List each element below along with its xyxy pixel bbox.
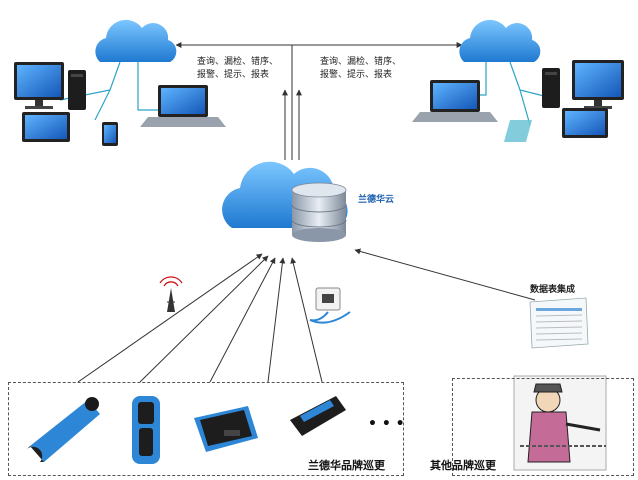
right-desktop-monitor [572, 60, 624, 109]
left-tablet [102, 122, 118, 146]
network-socket-icon [309, 287, 351, 324]
security-guard-illustration [513, 375, 607, 471]
left-cloud [95, 19, 177, 62]
uplink-device-4 [267, 257, 286, 383]
uplink-device-1 [77, 253, 263, 383]
right-function-note-line2: 报警、提示、报表 [320, 70, 393, 80]
left-front-monitor [22, 112, 70, 142]
left-desktop-monitor [14, 62, 64, 109]
right-cloud [459, 19, 541, 62]
other-brand-label: 其他品牌巡更 [430, 459, 496, 472]
top-connectors [175, 42, 463, 160]
patrol-device-1 [26, 397, 100, 462]
patrol-device-2 [132, 396, 160, 464]
other-brand-group [452, 378, 634, 476]
database-icon [291, 182, 347, 242]
uplink-device-2 [139, 255, 269, 383]
left-function-note-line1: 查询、漏检、错序、 [197, 57, 279, 67]
hub-label: 兰德华云 [358, 195, 395, 205]
right-front-monitor [562, 108, 608, 138]
left-laptop [140, 85, 226, 127]
patrol-device-3 [194, 406, 258, 452]
device-uplinks [77, 248, 536, 383]
uplink-report [354, 248, 536, 301]
uplink-device-5 [290, 257, 323, 383]
own-brand-label: 兰德华品牌巡更 [308, 459, 385, 472]
left-function-note-line2: 报警、提示、报表 [197, 70, 270, 80]
signal-tower-icon [159, 276, 183, 312]
report-label: 数据表集成 [530, 285, 576, 295]
more-devices-ellipsis: • • • [368, 416, 405, 432]
left-function-note: 查询、漏检、错序、 报警、提示、报表 [197, 56, 278, 82]
right-laptop [412, 80, 498, 122]
left-tower-pc [68, 70, 86, 110]
right-tower-pc [542, 68, 560, 108]
right-function-note-line1: 查询、漏检、错序、 [320, 57, 402, 67]
own-brand-group [8, 382, 404, 476]
uplink-device-3 [209, 257, 276, 383]
right-tablet [504, 120, 532, 142]
right-function-note: 查询、漏检、错序、 报警、提示、报表 [320, 56, 401, 82]
data-report-sheet [529, 297, 589, 349]
patrol-device-4 [290, 396, 346, 436]
